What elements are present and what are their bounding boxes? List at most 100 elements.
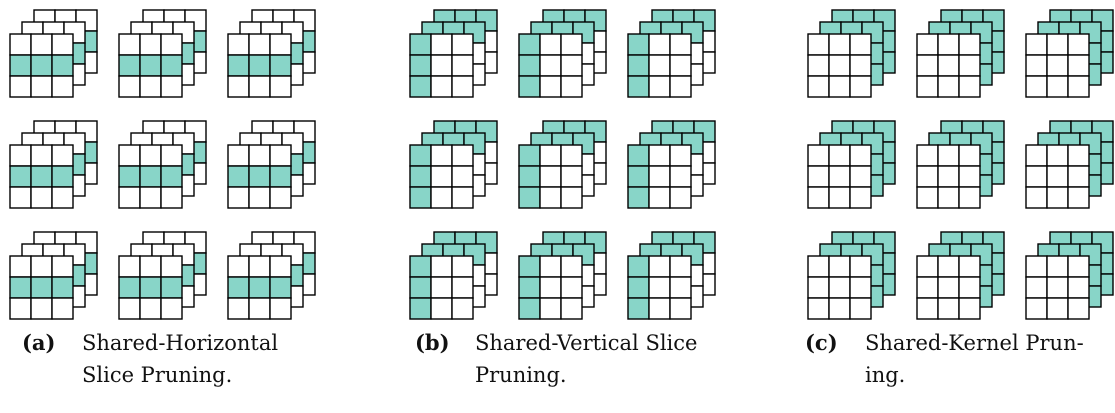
kernel-cell (30, 54, 53, 77)
caption-b-label: (b) (415, 330, 450, 355)
kernel-cell (669, 255, 692, 278)
kernel-cell (160, 165, 183, 188)
kernel-cell (451, 165, 474, 188)
kernel-cell (139, 144, 162, 167)
filter-stack (409, 120, 498, 209)
kernel-cell (518, 144, 541, 167)
kernel-cell (1025, 33, 1048, 56)
kernel-cell (937, 165, 960, 188)
kernel-cell (849, 297, 872, 320)
kernel-cell (1067, 33, 1090, 56)
filter-stack (118, 231, 207, 320)
kernel-cell (269, 276, 292, 299)
kernel-cell (828, 75, 851, 98)
kernel-cell (916, 75, 939, 98)
kernel-cell (828, 255, 851, 278)
kernel-cell (269, 186, 292, 209)
kernel-cell (539, 297, 562, 320)
kernel-cell (160, 186, 183, 209)
kernel-cell (1046, 144, 1069, 167)
kernel-cell (451, 255, 474, 278)
kernel-cell (1046, 165, 1069, 188)
kernel-cell (828, 144, 851, 167)
kernel-cell (916, 165, 939, 188)
kernel-cell (1046, 33, 1069, 56)
kernel-cell (828, 54, 851, 77)
kernel-cell (560, 186, 583, 209)
kernel-cell (30, 144, 53, 167)
kernel-cell (118, 276, 141, 299)
kernel-cell (916, 255, 939, 278)
kernel-cell (539, 276, 562, 299)
kernel-cell (807, 276, 830, 299)
kernel-cell (916, 297, 939, 320)
filter-stack (518, 9, 607, 98)
kernel-cell (627, 144, 650, 167)
kernel-cell (807, 186, 830, 209)
kernel-cell (409, 75, 432, 98)
kernel-cell (518, 186, 541, 209)
filter-stack (1025, 231, 1114, 320)
kernel-cell (1067, 186, 1090, 209)
kernel-cell (916, 186, 939, 209)
kernel-cell (518, 276, 541, 299)
kernel-cell (1067, 255, 1090, 278)
filter-stack (627, 120, 716, 209)
filter-stack (118, 9, 207, 98)
kernel-cell (1025, 54, 1048, 77)
kernel-cell (1046, 255, 1069, 278)
kernel-cell (539, 255, 562, 278)
kernel-cell (916, 276, 939, 299)
kernel-cell (139, 297, 162, 320)
kernel-cell (627, 255, 650, 278)
kernel-cell (807, 165, 830, 188)
kernel-cell (669, 144, 692, 167)
kernel-cell (269, 54, 292, 77)
kernel-cell (849, 75, 872, 98)
kernel-cell (648, 144, 671, 167)
kernel-cell (937, 75, 960, 98)
kernel-cell (451, 144, 474, 167)
kernel-cell (430, 276, 453, 299)
kernel-cell (669, 75, 692, 98)
kernel-cell (1067, 54, 1090, 77)
filter-stack (518, 231, 607, 320)
kernel-cell (9, 75, 32, 98)
kernel-cell (627, 75, 650, 98)
filter-stack (1025, 120, 1114, 209)
kernel-cell (227, 165, 250, 188)
kernel-cell (30, 165, 53, 188)
kernel-cell (958, 144, 981, 167)
kernel-cell (139, 33, 162, 56)
panel-c (807, 9, 1114, 320)
kernel-cell (248, 276, 271, 299)
kernel-cell (430, 297, 453, 320)
kernel-cell (51, 54, 74, 77)
kernel-cell (937, 54, 960, 77)
kernel-cell (1025, 297, 1048, 320)
kernel-cell (539, 75, 562, 98)
kernel-cell (227, 75, 250, 98)
filter-stack (227, 120, 316, 209)
kernel-cell (627, 276, 650, 299)
panel-a (9, 9, 316, 320)
kernel-cell (139, 276, 162, 299)
kernel-cell (627, 165, 650, 188)
kernel-cell (9, 33, 32, 56)
kernel-cell (1025, 186, 1048, 209)
filter-stack (9, 231, 98, 320)
kernel-cell (648, 54, 671, 77)
kernel-cell (451, 75, 474, 98)
kernel-cell (430, 144, 453, 167)
kernel-cell (118, 33, 141, 56)
kernel-cell (560, 54, 583, 77)
kernel-cell (958, 54, 981, 77)
filter-stack (9, 9, 98, 98)
kernel-cell (648, 297, 671, 320)
kernel-cell (807, 144, 830, 167)
kernel-cell (9, 297, 32, 320)
kernel-cell (1067, 144, 1090, 167)
kernel-cell (269, 75, 292, 98)
kernel-cell (227, 255, 250, 278)
